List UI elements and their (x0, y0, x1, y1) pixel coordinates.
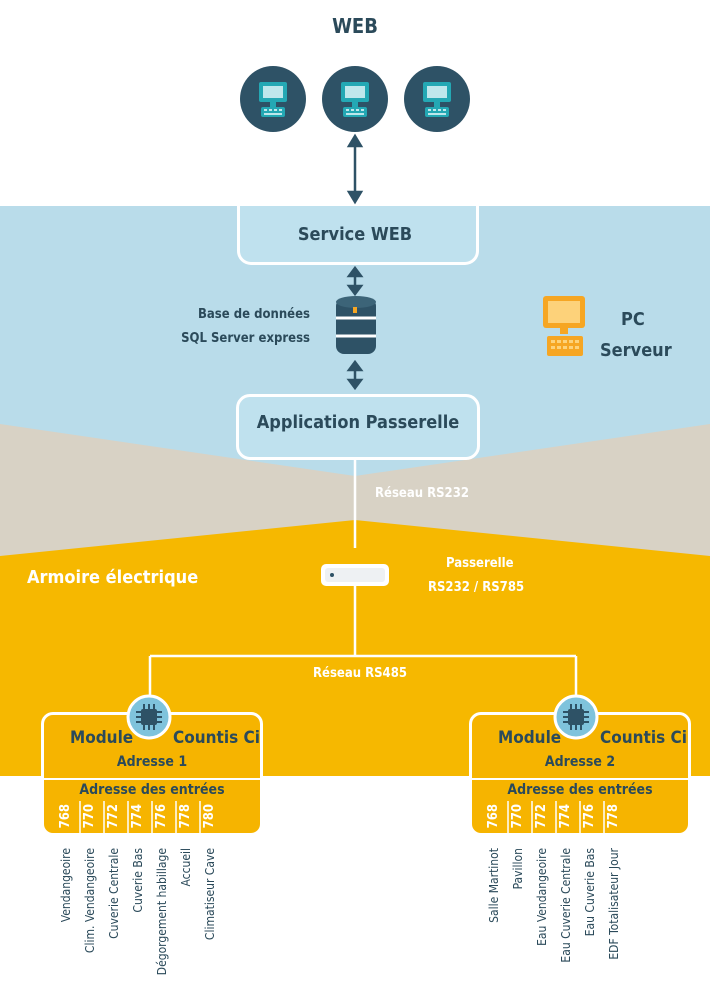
rs485-network-label: Réseau RS485 (313, 666, 407, 681)
gateway-label-line2: RS232 / RS785 (428, 580, 525, 595)
module-1-input-number: 770 (82, 804, 97, 829)
module-1-address: Adresse 1 (116, 754, 188, 770)
database-icon (336, 296, 376, 354)
application-gateway-box (236, 394, 480, 460)
module-1-input-number: 774 (130, 804, 145, 829)
web-to-service-arrow (346, 133, 364, 205)
module-1-input-number: 772 (106, 804, 121, 829)
module-1-inputs-title: Adresse des entrées (79, 782, 225, 798)
module-2-input-number: 778 (606, 804, 621, 829)
module-1-input-label: Vendangeoire (59, 848, 73, 923)
module-1-title-left: Module (70, 728, 134, 748)
module-2-input-label: EDF Totalisateur Jour (607, 848, 621, 960)
gateway-label-line1: Passerelle (446, 556, 514, 571)
service-web-box (237, 206, 479, 265)
web-title: WEB (332, 14, 378, 38)
module-1-input-label: Cuverie Centrale (107, 848, 121, 939)
pc-label-line2: Serveur (600, 340, 672, 361)
module-1-input-number: 780 (202, 804, 217, 829)
module-1-input-label: Cuverie Bas (131, 848, 145, 913)
service-web-label: Service WEB (297, 224, 413, 245)
web-client-monitor-icon (404, 66, 470, 132)
module-1-input-label: Climatiseur Cave (203, 848, 217, 941)
module-1-input-label: Dégorgement habillage (155, 848, 169, 976)
module-1-title-right: Countis Ci (173, 728, 260, 748)
web-client-monitor-icon (240, 66, 306, 132)
module-2-input-label: Eau Vendangeoire (535, 848, 549, 946)
database-label-line2: SQL Server express (181, 331, 310, 346)
pc-label-line1: PC (621, 309, 645, 330)
module-2-input-number: 772 (534, 804, 549, 829)
network-lines (148, 456, 578, 700)
module-2-inputs-title: Adresse des entrées (507, 782, 653, 798)
module-1-input-number: 778 (178, 804, 193, 829)
module-2-input-number: 776 (582, 804, 597, 829)
module-2-title-right: Countis Ci (600, 728, 687, 748)
module-2-input-number: 774 (558, 804, 573, 829)
module-1-input-number: 768 (58, 804, 73, 829)
db-to-app-arrow (346, 359, 364, 391)
database-label-line1: Base de données (197, 307, 310, 322)
web-client-monitor-icon (322, 66, 388, 132)
module-2-input-label: Eau Cuverie Centrale (559, 848, 573, 963)
module-2-input-label: Pavillon (511, 848, 525, 890)
gateway-device-icon (321, 564, 389, 586)
module-2-input-label: Eau Cuverie Bas (583, 848, 597, 937)
rs232-network-label: Réseau RS232 (375, 486, 469, 501)
module-2-title-left: Module (498, 728, 562, 748)
application-gateway-label: Application Passerelle (256, 412, 460, 433)
electrical-cabinet-label: Armoire électrique (27, 567, 199, 588)
chip-icon (553, 694, 599, 740)
service-to-db-arrow (346, 265, 364, 297)
module-1-input-label: Accueil (179, 848, 193, 887)
module-2-input-number: 768 (486, 804, 501, 829)
chip-icon (126, 694, 172, 740)
module-2-input-label: Salle Martinot (487, 848, 501, 923)
module-2-input-number: 770 (510, 804, 525, 829)
module-1-input-label: Clim. Vendangeoire (83, 848, 97, 954)
pc-server-icon (543, 296, 585, 356)
module-1-input-number: 776 (154, 804, 169, 829)
module-2-address: Adresse 2 (544, 754, 616, 770)
